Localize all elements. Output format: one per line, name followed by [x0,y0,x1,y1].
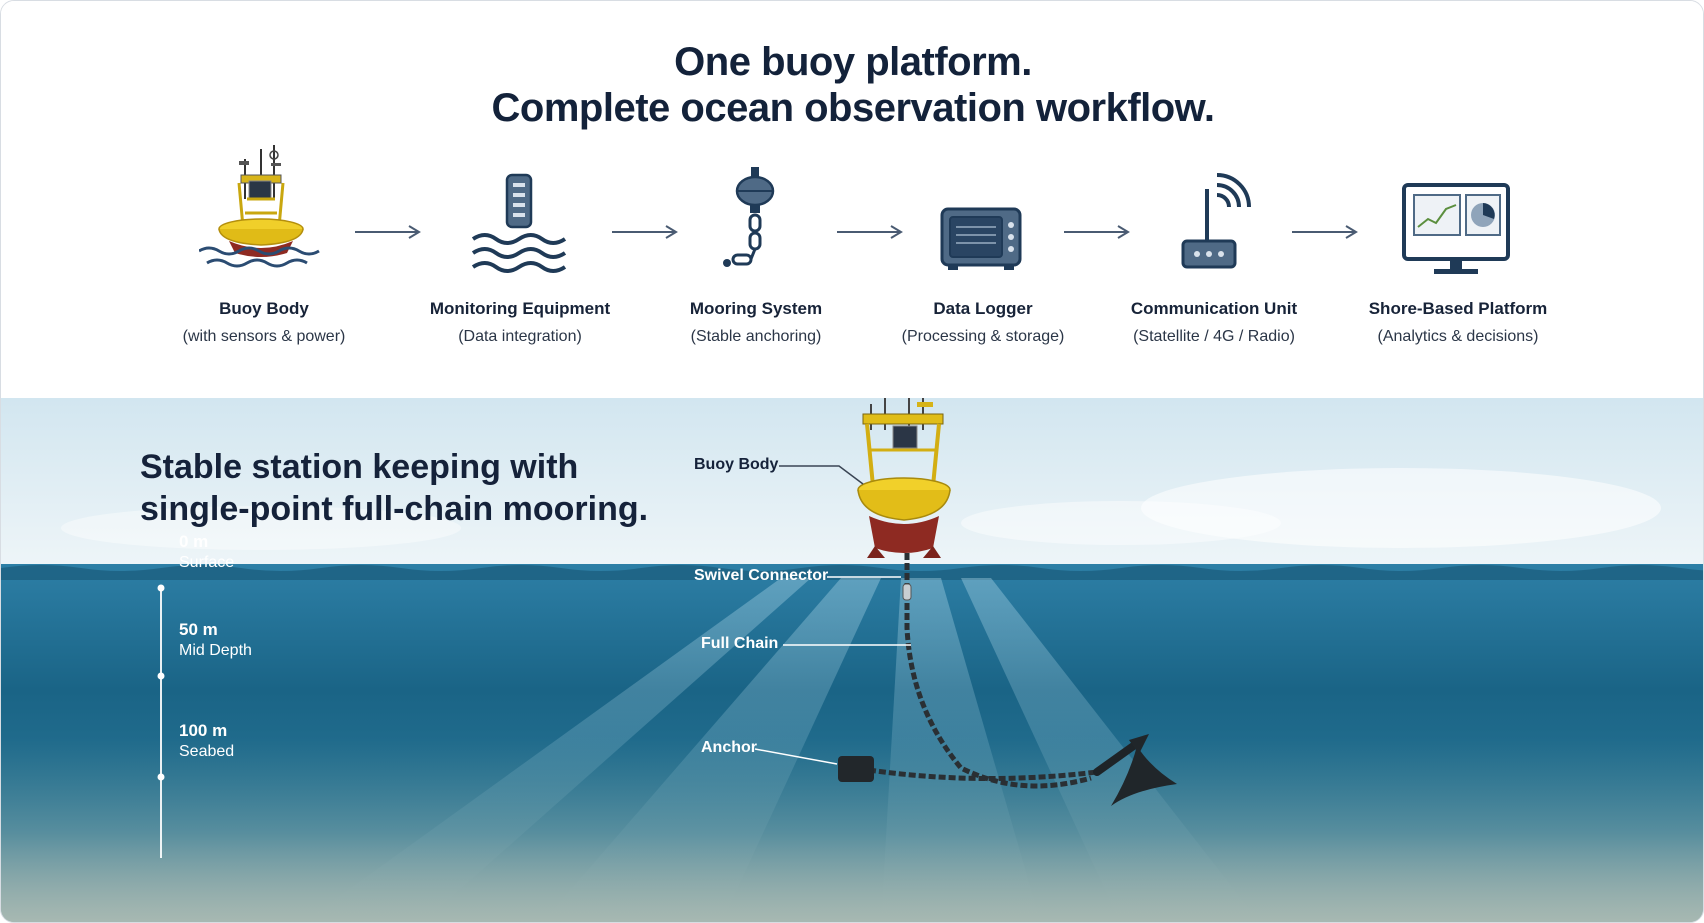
arrow-right-icon [355,225,421,239]
data-logger-icon [863,141,1103,291]
callout-swivel-connector: Swivel Connector [694,567,829,584]
depth-value: 0 m [179,532,209,551]
page-title: One buoy platform. Complete ocean observ… [1,39,1703,131]
buoy-illustration [857,398,951,558]
workflow-step-sub: (with sensors & power) [182,328,346,345]
workflow-step-name: Monitoring Equipment [429,299,611,318]
workflow-step-shore-based-platform: Shore-Based Platform (Analytics & decisi… [1338,141,1578,346]
arrow-right-icon [1292,225,1358,239]
depth-marker [157,672,165,680]
workflow-step-monitoring-equipment: Monitoring Equipment (Data integration) [400,141,640,346]
sensor-waves-icon [400,141,640,291]
mooring-title: Stable station keeping with single-point… [140,446,648,530]
depth-value: 50 m [179,620,218,639]
workflow-step-buoy-body: Buoy Body (with sensors & power) [144,141,384,346]
workflow-step-name: Data Logger [933,299,1033,318]
arrow-right-icon [837,225,903,239]
workflow-step-name: Shore-Based Platform [1368,299,1548,318]
callout-buoy-body: Buoy Body [694,456,779,473]
workflow-step-sub: (Processing & storage) [901,328,1065,345]
cloud [61,506,461,550]
workflow-step-sub: (Analytics & decisions) [1377,328,1539,345]
workflow-step-data-logger: Data Logger (Processing & storage) [863,141,1103,346]
anchor-block [838,756,874,782]
workflow-section: One buoy platform. Complete ocean observ… [1,1,1703,398]
callout-line-anchor [754,748,838,765]
workflow-step-name: Buoy Body [219,299,309,318]
depth-description: Surface [179,554,235,571]
callout-full-chain: Full Chain [701,635,779,652]
sea-surface [1,565,1703,580]
arrow-right-icon [1064,225,1130,239]
mooring-title-line-1: Stable station keeping with [140,448,579,486]
mooring-title-line-2: single-point full-chain mooring. [140,490,649,528]
cloud [961,501,1281,545]
depth-description: Seabed [179,743,235,760]
depth-marker [157,773,165,781]
depth-label-mid: 50 m Mid Depth [179,620,252,660]
workflow-step-sub: (Data integration) [458,328,582,345]
workflow-step-sub: (Stable anchoring) [690,328,822,345]
workflow-step-communication-unit: Communication Unit (Statellite / 4G / Ra… [1094,141,1334,346]
callout-line-buoy [779,465,864,485]
depth-label-seabed: 100 m Seabed [179,721,234,761]
title-line-1: One buoy platform. [674,40,1032,84]
workflow-step-sub: (Statellite / 4G / Radio) [1133,328,1295,345]
title-line-2: Complete ocean observation workflow. [491,86,1215,130]
workflow-step-mooring-system: Mooring System (Stable anchoring) [636,141,876,346]
mooring-chain [904,553,1092,789]
antenna-icon [1094,141,1334,291]
depth-marker [157,584,165,592]
ground-chain [868,767,1098,782]
chain-icon [636,141,876,291]
buoy-icon [144,141,384,291]
depth-value: 100 m [179,721,228,740]
depth-description: Mid Depth [179,642,252,659]
anchor-icon [1093,734,1177,806]
arrow-right-icon [612,225,678,239]
depth-label-surface: 0 m Surface [179,532,234,572]
ocean-scene [1,398,1703,922]
workflow-step-name: Communication Unit [1130,299,1298,318]
workflow-step-name: Mooring System [689,299,823,318]
monitor-icon [1338,141,1578,291]
swivel-connector [902,583,912,601]
mooring-section: Stable station keeping with single-point… [1,398,1703,922]
callout-anchor: Anchor [701,739,757,756]
cloud [1141,468,1661,548]
